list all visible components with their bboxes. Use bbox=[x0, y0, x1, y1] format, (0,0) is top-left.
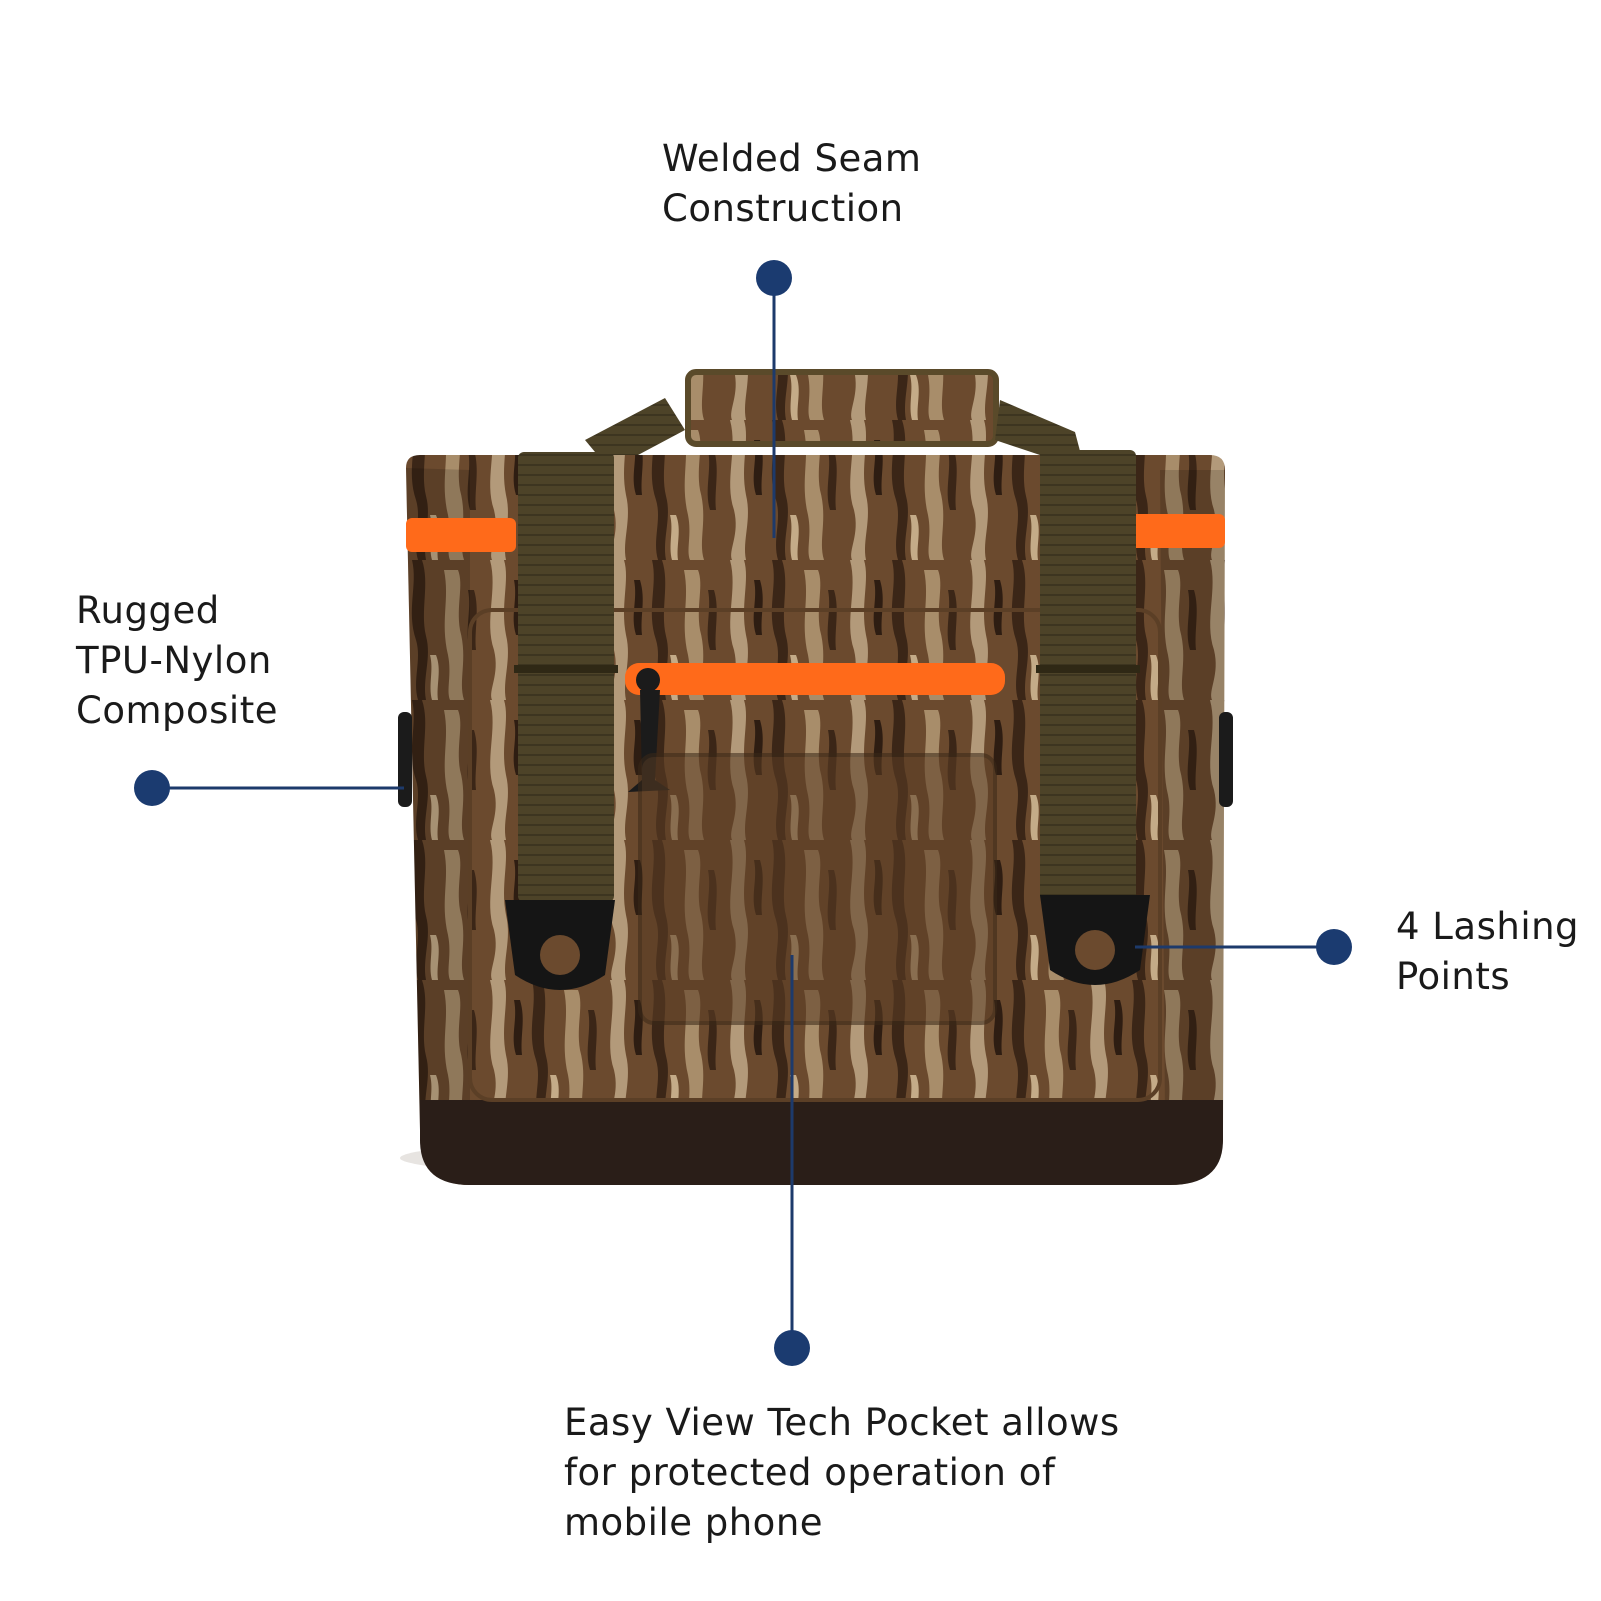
tech-pocket-line-1: Easy View Tech Pocket allows bbox=[564, 1401, 1120, 1444]
lashing-line-2: Points bbox=[1396, 955, 1511, 998]
lashing-marker-dot bbox=[1316, 929, 1352, 965]
welded-seam-marker-dot bbox=[756, 260, 792, 296]
welded-seam-line-1: Welded Seam bbox=[662, 137, 922, 180]
lashing-line-1: 4 Lashing bbox=[1396, 905, 1580, 948]
tech-pocket-marker-dot bbox=[774, 1330, 810, 1366]
welded-seam-callout: Welded Seam Construction bbox=[662, 134, 921, 234]
tech-pocket-callout: Easy View Tech Pocket allows for protect… bbox=[564, 1398, 1120, 1548]
rugged-callout: Rugged TPU-Nylon Composite bbox=[76, 586, 278, 736]
welded-seam-line-2: Construction bbox=[662, 187, 904, 230]
lashing-callout: 4 Lashing Points bbox=[1396, 902, 1579, 1002]
rugged-marker-dot bbox=[134, 770, 170, 806]
rugged-line-3: Composite bbox=[76, 689, 278, 732]
rugged-line-2: TPU-Nylon bbox=[76, 639, 272, 682]
tech-pocket-line-2: for protected operation of bbox=[564, 1451, 1056, 1494]
rugged-line-1: Rugged bbox=[76, 589, 220, 632]
tech-pocket-line-3: mobile phone bbox=[564, 1501, 824, 1544]
